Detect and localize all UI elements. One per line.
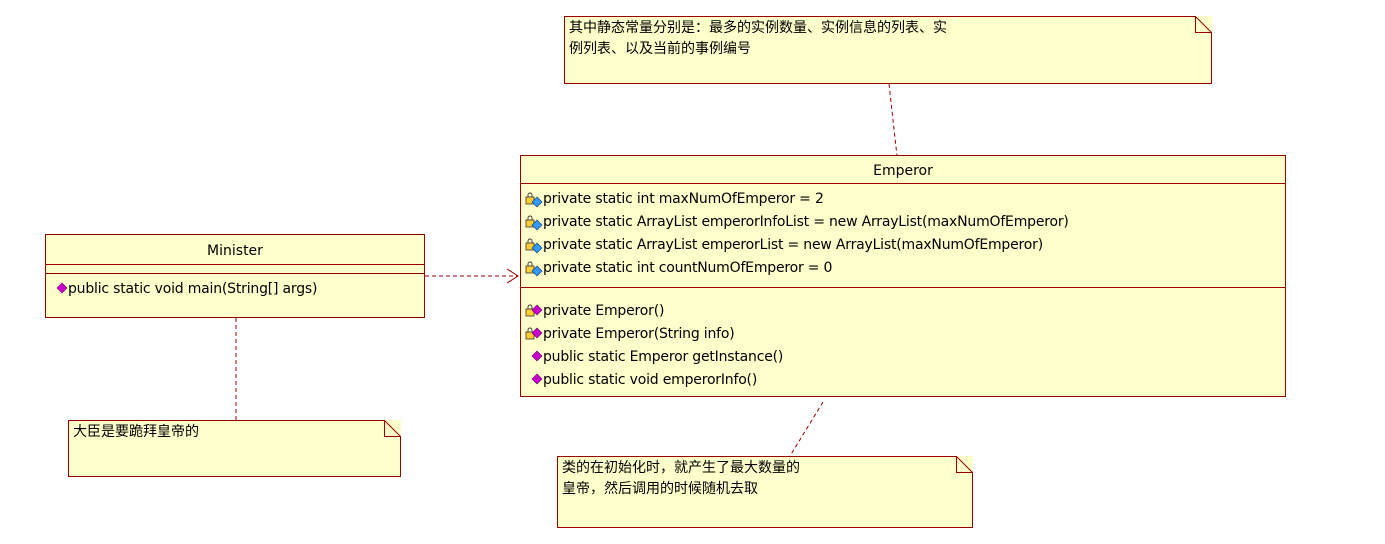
emperor-attribute-max-num[interactable]: private static int maxNumOfEmperor = 2 [521, 188, 1285, 211]
class-emperor-attributes: private static int maxNumOfEmperor = 2 p… [521, 184, 1285, 288]
emperor-attribute-count-num[interactable]: private static int countNumOfEmperor = 0 [521, 257, 1285, 280]
note-bottom-line-2: 皇帝，然后调用的时候随机去取 [562, 481, 758, 497]
class-minister-operations: public static void main(String[] args) [46, 274, 424, 301]
dependency-arrowhead [506, 268, 519, 284]
note-top-line-2: 例列表、以及当前的事例编号 [569, 41, 751, 57]
attribute-label: private static int countNumOfEmperor = 0 [543, 260, 833, 276]
emperor-attribute-info-list[interactable]: private static ArrayList emperorInfoList… [521, 211, 1285, 234]
private-operation-icon [525, 327, 543, 340]
private-attribute-icon [525, 238, 543, 254]
private-attribute-icon [525, 215, 543, 231]
top-note-anchor [888, 83, 898, 157]
note-outline [557, 456, 973, 528]
note-outline [564, 16, 1212, 84]
class-emperor-name: Emperor [521, 156, 1285, 184]
emperor-operation-constructor[interactable]: private Emperor() [521, 300, 1285, 323]
public-operation-icon [531, 373, 543, 385]
class-emperor-operations: private Emperor() private Emperor(String… [521, 288, 1285, 392]
private-operation-icon [525, 304, 543, 317]
note-bottom-line-1: 类的在初始化时，就产生了最大数量的 [562, 460, 800, 476]
emperor-attribute-emperor-list[interactable]: private static ArrayList emperorList = n… [521, 234, 1285, 257]
public-operation-icon [531, 350, 543, 362]
private-attribute-icon [525, 261, 543, 277]
minister-operation-main[interactable]: public static void main(String[] args) [46, 278, 424, 301]
note-outline [68, 420, 401, 477]
attribute-label: private static ArrayList emperorInfoList… [543, 214, 1069, 230]
note-minister[interactable]: 大臣是要跪拜皇帝的 [68, 420, 401, 477]
private-attribute-icon [525, 192, 543, 208]
class-minister[interactable]: Minister public static void main(String[… [45, 234, 425, 318]
emperor-operation-get-instance[interactable]: public static Emperor getInstance() [521, 346, 1285, 369]
class-minister-attributes [46, 265, 424, 274]
class-minister-name: Minister [46, 235, 424, 265]
operation-label: private Emperor(String info) [543, 326, 735, 342]
class-emperor[interactable]: Emperor private static int maxNumOfEmper… [520, 155, 1286, 397]
attribute-label: private static int maxNumOfEmperor = 2 [543, 191, 824, 207]
bottom-note-anchor [789, 401, 824, 457]
note-bottom[interactable]: 类的在初始化时，就产生了最大数量的 皇帝，然后调用的时候随机去取 [557, 456, 973, 528]
note-top-line-1: 其中静态常量分别是：最多的实例数量、实例信息的列表、实 [569, 20, 947, 36]
attribute-label: private static ArrayList emperorList = n… [543, 237, 1043, 253]
public-operation-icon [56, 282, 68, 294]
emperor-operation-constructor-info[interactable]: private Emperor(String info) [521, 323, 1285, 346]
note-top[interactable]: 其中静态常量分别是：最多的实例数量、实例信息的列表、实 例列表、以及当前的事例编… [564, 16, 1212, 84]
operation-label: public static void emperorInfo() [543, 372, 758, 388]
emperor-operation-emperor-info[interactable]: public static void emperorInfo() [521, 369, 1285, 392]
operation-label: public static Emperor getInstance() [543, 349, 784, 365]
note-minister-line-1: 大臣是要跪拜皇帝的 [73, 424, 199, 440]
operation-label: public static void main(String[] args) [68, 281, 318, 297]
operation-label: private Emperor() [543, 303, 665, 319]
